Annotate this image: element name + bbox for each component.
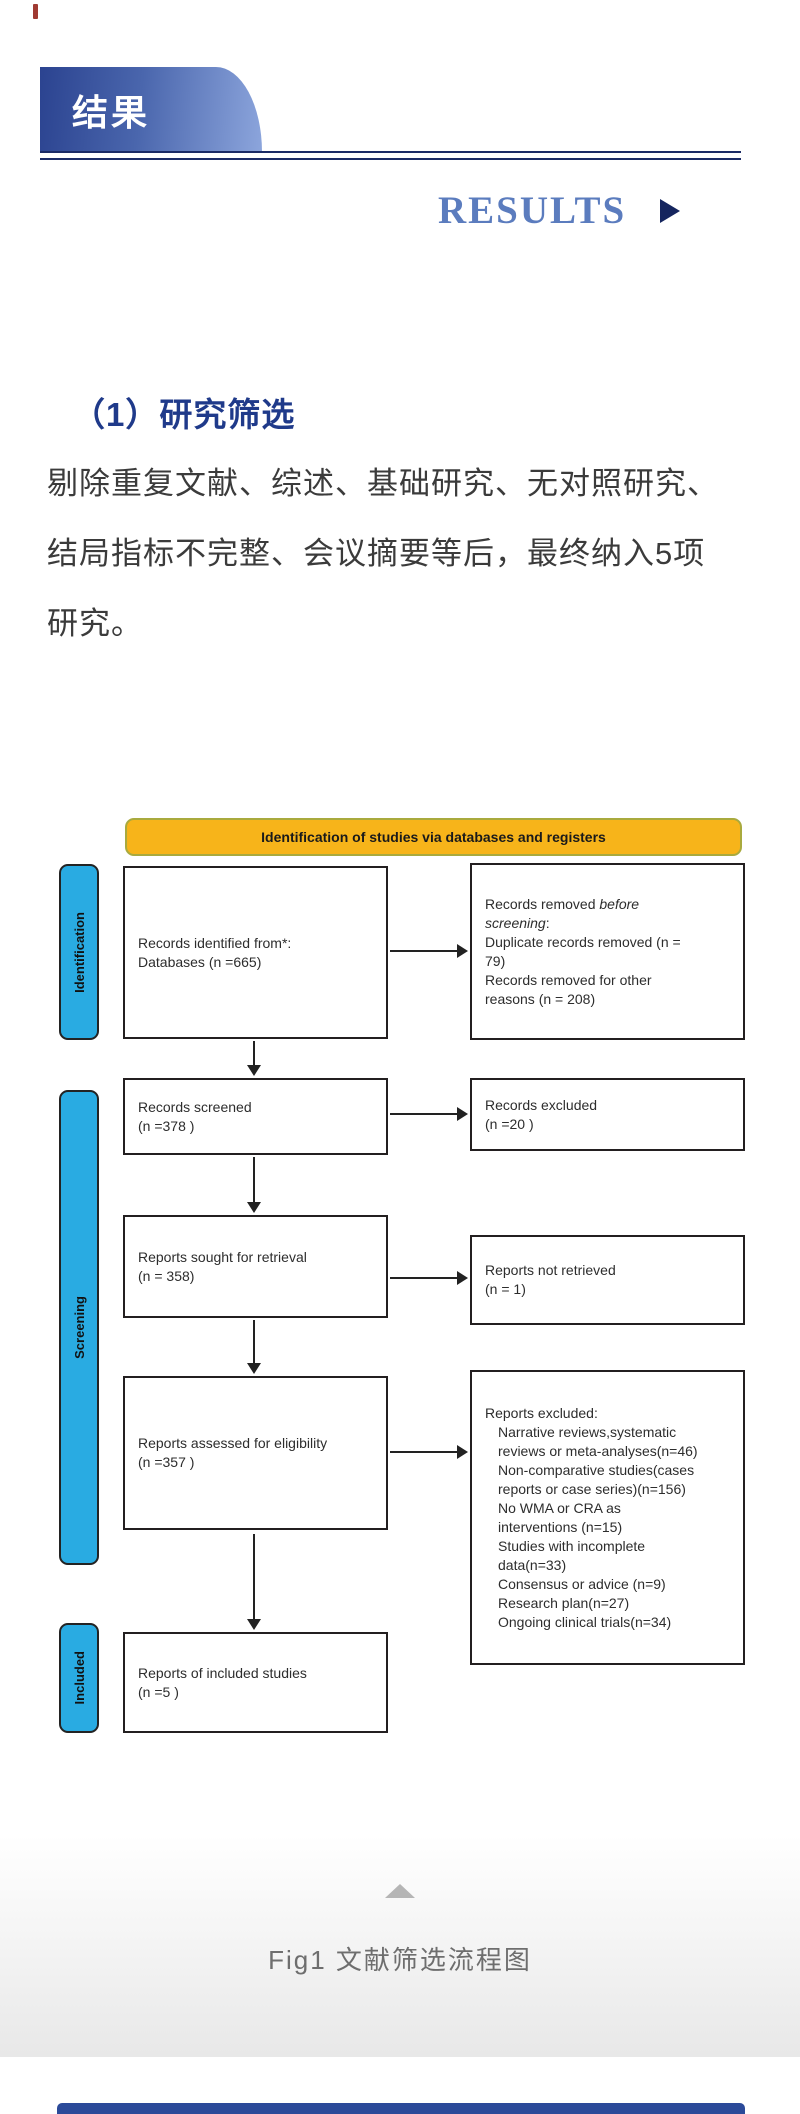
box-text-line: Consensus or advice (n=9)	[498, 1575, 666, 1592]
divider-line-top	[40, 151, 741, 153]
fade-band	[0, 1835, 800, 2057]
paragraph-line: 结局指标不完整、会议摘要等后，最终纳入5项	[47, 535, 706, 571]
arrowhead-icon	[247, 1619, 261, 1630]
arrowhead-icon	[457, 1107, 468, 1121]
top-marker	[33, 4, 38, 19]
results-heading: RESULTS	[438, 188, 681, 233]
flow-arrow-down	[247, 1534, 261, 1630]
flow-arrow-right	[390, 1107, 468, 1121]
box-text-line: Databases (n =665)	[138, 953, 262, 970]
results-title: RESULTS	[438, 189, 627, 232]
stage-label-identification: Identification	[59, 864, 99, 1040]
box-text-line: (n =20 )	[485, 1115, 534, 1132]
flowchart-title-banner: Identification of studies via databases …	[125, 818, 742, 856]
box-text-line: Records excluded	[485, 1096, 598, 1113]
flow-arrow-right	[390, 1445, 468, 1459]
box-text-line: Reports not retrieved	[485, 1262, 616, 1278]
box-text-line: screening:	[485, 914, 550, 931]
box-text-line: Reports excluded:	[485, 1404, 598, 1421]
box-included-studies: Reports of included studies (n =5 )	[123, 1632, 388, 1733]
arrowhead-icon	[247, 1363, 261, 1374]
section-heading: （1）研究筛选	[72, 396, 296, 433]
box-text-line: reports or case series)(n=156)	[498, 1480, 686, 1497]
results-banner: 结果	[40, 67, 262, 152]
stage-label-text: Included	[71, 1651, 87, 1705]
box-text-line: (n =5 )	[138, 1683, 179, 1700]
box-records-removed: Records removed before screening: Duplic…	[470, 863, 745, 1040]
box-text-line: Narrative reviews,systematic	[498, 1423, 677, 1440]
box-records-identified: Records identified from*: Databases (n =…	[123, 866, 388, 1039]
flow-arrow-down	[247, 1041, 261, 1076]
collapse-arrow-icon	[385, 1884, 415, 1898]
flow-arrow-down	[247, 1320, 261, 1374]
box-reports-excluded: Reports excluded: Narrative reviews,syst…	[470, 1370, 745, 1665]
paragraph-line: 剔除重复文献、综述、基础研究、无对照研究、	[47, 465, 719, 501]
box-text-line: Non-comparative studies(cases	[498, 1461, 695, 1478]
stage-label-included: Included	[59, 1623, 99, 1733]
box-text-line: Reports sought for retrieval	[138, 1248, 307, 1265]
box-reports-sought: Reports sought for retrieval (n = 358)	[123, 1215, 388, 1318]
box-text-line: Research plan(n=27)	[498, 1594, 630, 1611]
box-text-line: Records screened	[138, 1098, 252, 1115]
stage-label-text: Identification	[71, 911, 87, 993]
box-text-line: (n = 1)	[485, 1281, 526, 1297]
arrowhead-icon	[247, 1065, 261, 1076]
box-text-line: No WMA or CRA as	[498, 1499, 621, 1516]
box-text-line: (n = 358)	[138, 1267, 195, 1284]
body-paragraph: 剔除重复文献、综述、基础研究、无对照研究、 结局指标不完整、会议摘要等后，最终纳…	[47, 445, 767, 655]
figure-caption: Fig1 文献筛选流程图	[268, 1945, 532, 1975]
arrowhead-icon	[457, 1445, 468, 1459]
box-text-line: Records removed for other	[485, 971, 652, 988]
flow-arrow-right	[390, 1271, 468, 1285]
play-arrow-icon	[660, 198, 681, 223]
box-text-line: Reports of included studies	[138, 1664, 307, 1681]
box-records-excluded: Records excluded (n =20 )	[470, 1078, 745, 1151]
box-records-screened: Records screened (n =378 )	[123, 1078, 388, 1155]
box-text-line: 79)	[485, 952, 506, 969]
box-text-line: data(n=33)	[498, 1556, 567, 1573]
paragraph-line: 研究。	[47, 605, 143, 641]
box-text-line: Reports assessed for eligibility	[138, 1435, 328, 1451]
box-text-line: interventions (n=15)	[498, 1518, 623, 1535]
stage-label-screening: Screening	[59, 1090, 99, 1565]
banner-title: 结果	[72, 91, 151, 133]
box-text-line: reviews or meta-analyses(n=46)	[498, 1442, 698, 1459]
box-text-line: Records identified from*:	[138, 934, 292, 951]
stage-label-text: Screening	[71, 1296, 87, 1359]
box-text-line: Duplicate records removed (n =	[485, 933, 681, 950]
box-text-line: Studies with incomplete	[498, 1537, 646, 1554]
flow-arrow-down	[247, 1157, 261, 1213]
box-text-line: Records removed before	[485, 895, 640, 912]
box-reports-assessed: Reports assessed for eligibility (n =357…	[123, 1376, 388, 1530]
box-text-line: Ongoing clinical trials(n=34)	[498, 1613, 672, 1630]
divider-line-bottom	[40, 158, 741, 160]
box-text-line: (n =357 )	[138, 1454, 195, 1470]
arrowhead-icon	[247, 1202, 261, 1213]
arrowhead-icon	[457, 944, 468, 958]
box-text-line: reasons (n = 208)	[485, 990, 596, 1007]
flow-arrow-right	[390, 944, 468, 958]
box-reports-not-retrieved: Reports not retrieved (n = 1)	[470, 1235, 745, 1325]
arrowhead-icon	[457, 1271, 468, 1285]
box-text-line: (n =378 )	[138, 1117, 195, 1134]
bottom-accent-bar	[57, 2103, 745, 2114]
